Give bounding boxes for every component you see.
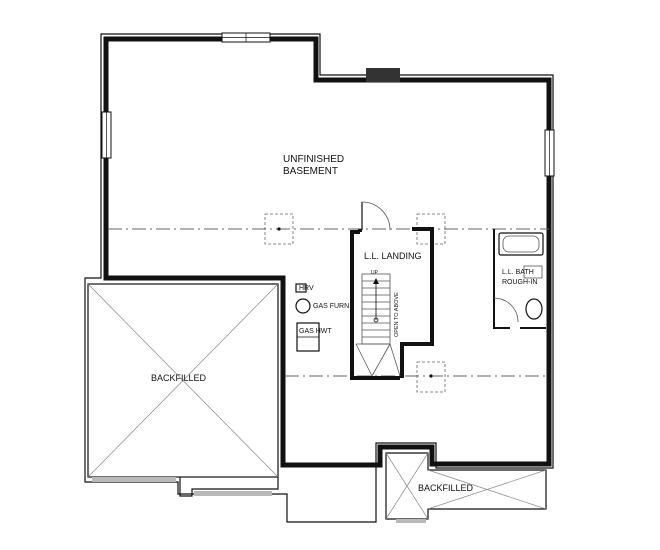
hrv-unit [295,283,307,293]
gas-furnace-label: GAS FURN [313,303,349,310]
gas-furnace-unit [295,298,311,314]
room-label-bath-line2: ROUGH-IN [502,279,537,286]
room-label-landing: L.L. LANDING [364,251,422,261]
backfilled-area-bottom [385,452,547,523]
footing-left-b [194,491,272,496]
window-right [544,129,555,177]
landing-enclosure [350,201,434,380]
room-label-backfilled-bottom: BACKFILLED [418,483,474,493]
backfilled-area-left [87,283,279,497]
post-footings [264,213,446,393]
stair-up-label: UP [371,270,379,276]
room-label-unfinished-basement-line2: BASEMENT [283,166,338,177]
window-left [101,111,112,159]
exterior-wall-outer [84,33,554,523]
room-label-backfilled-left: BACKFILLED [151,373,207,383]
room-label-bath-line1: L.L. BATH [502,269,534,276]
hrv-label: HRV [299,285,314,292]
gas-hwt-label: GAS HWT [299,328,332,335]
window-top [221,32,271,43]
exterior-wall [103,36,552,468]
gas-hwt-unit [296,322,320,352]
room-label-unfinished-basement-line1: UNFINISHED [283,154,344,165]
chimney [366,68,400,82]
bath-rough-in [493,229,546,329]
footing-left-a [92,477,176,482]
open-to-above-label: OPEN TO ABOVE [394,292,400,337]
